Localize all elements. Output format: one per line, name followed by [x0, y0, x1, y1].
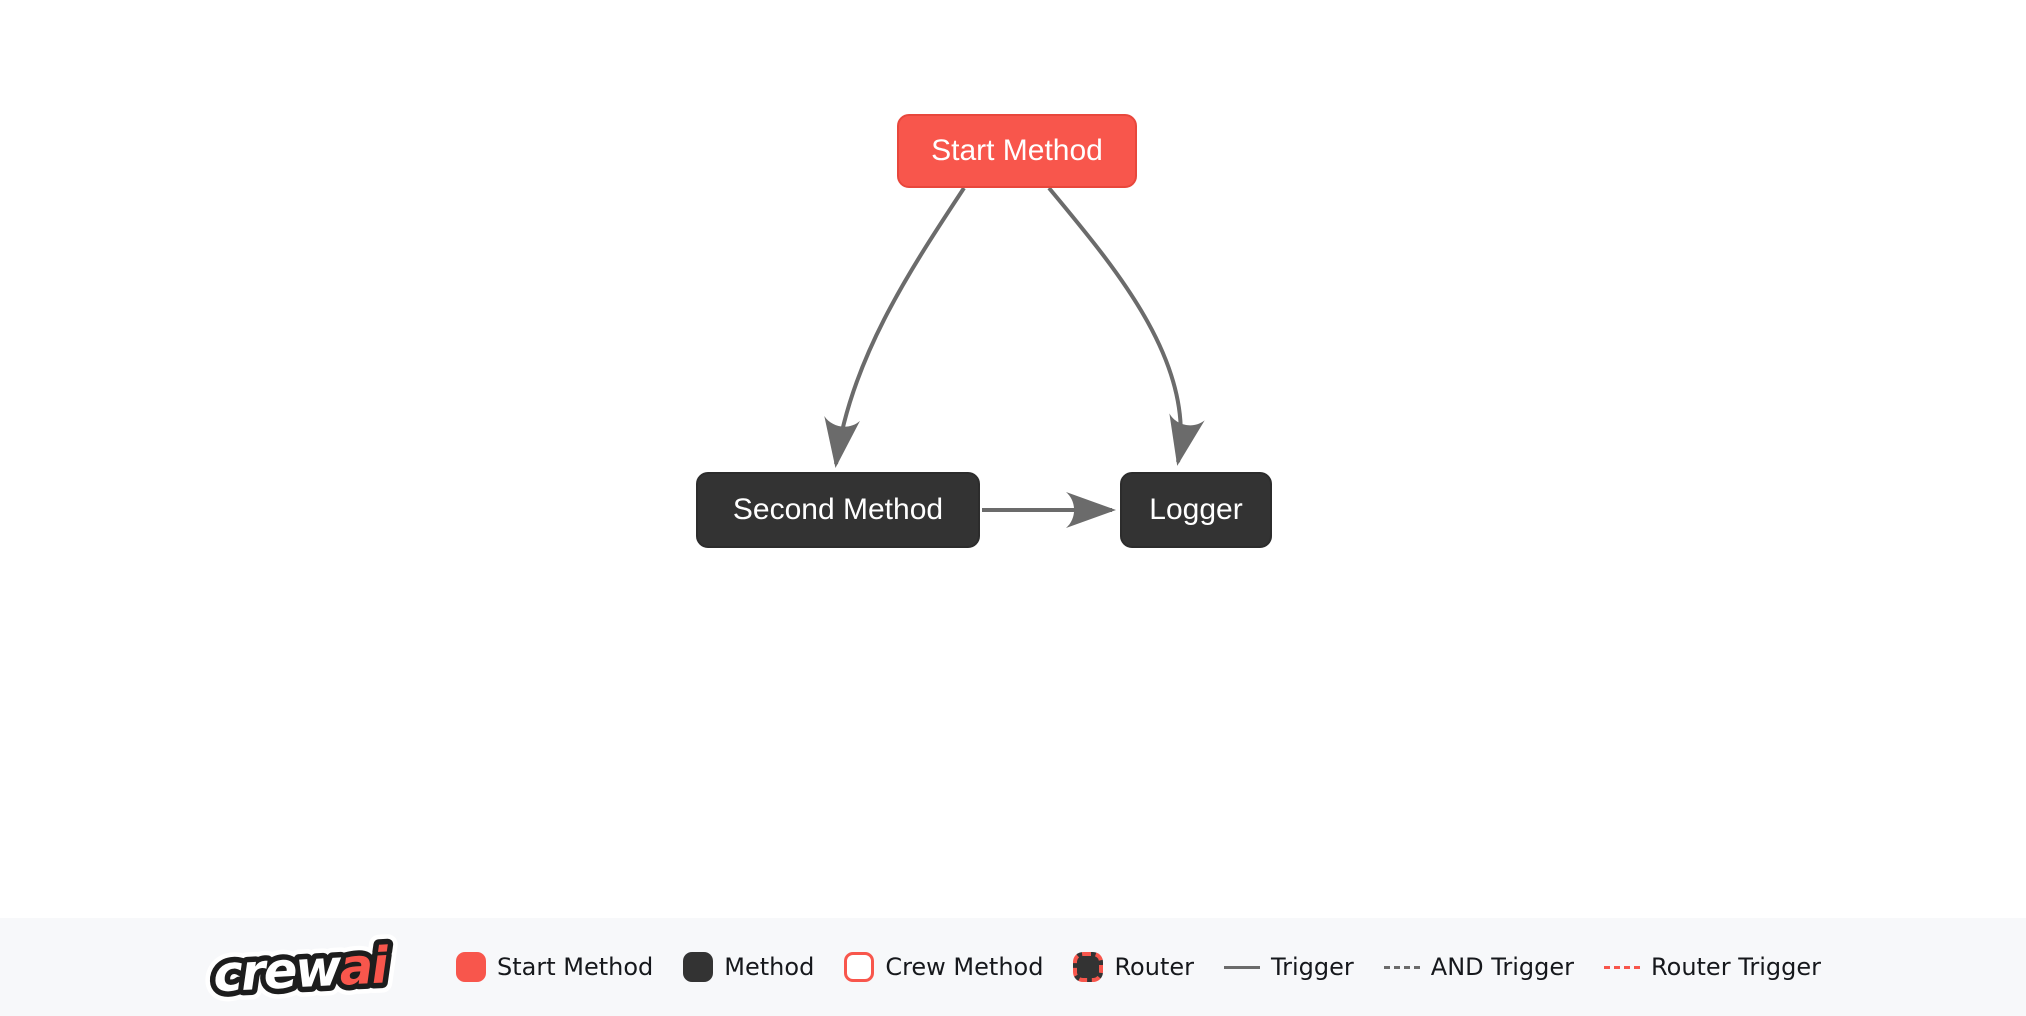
legend-label: Router Trigger: [1651, 953, 1821, 981]
flow-canvas[interactable]: Start Method Second Method Logger: [0, 0, 2026, 918]
legend-label: AND Trigger: [1430, 953, 1575, 981]
flow-edges: [824, 186, 1205, 528]
legend-label: Method: [724, 953, 815, 981]
crewai-logo-text: crewai: [212, 936, 391, 1003]
legend-item-start-method: Start Method: [456, 952, 653, 982]
start-method-swatch-icon: [456, 952, 487, 982]
legend-item-trigger: Trigger: [1224, 953, 1354, 981]
crewai-logo-crew: crew: [212, 939, 344, 1004]
legend-label: Crew Method: [885, 953, 1044, 981]
legend-label: Trigger: [1271, 953, 1354, 981]
legend-item-crew-method: Crew Method: [844, 952, 1043, 982]
node-start-method[interactable]: Start Method: [897, 114, 1137, 188]
crewai-logo-outline: crewai: [212, 936, 391, 1003]
node-second-method[interactable]: Second Method: [696, 472, 980, 548]
router-trigger-line-icon: [1604, 965, 1641, 969]
edge-start-to-second: [824, 186, 966, 468]
legend-label: Router: [1114, 953, 1194, 981]
trigger-line-icon: [1224, 965, 1260, 969]
and-trigger-line-icon: [1383, 965, 1420, 969]
crewai-logo: crewai crewai crewai: [205, 926, 401, 1008]
legend-item-and-trigger: AND Trigger: [1383, 953, 1575, 981]
legend-bar: crewai crewai crewai Start Method Method…: [0, 918, 2026, 1016]
router-swatch-icon: [1073, 952, 1104, 982]
legend-label: Start Method: [497, 953, 654, 981]
legend-item-router: Router: [1073, 952, 1194, 982]
crew-method-swatch-icon: [844, 952, 875, 982]
crewai-logo-ai: ai: [338, 936, 391, 997]
legend-item-router-trigger: Router Trigger: [1604, 953, 1821, 981]
edge-start-to-logger: [1047, 186, 1205, 466]
legend-item-method: Method: [683, 952, 814, 982]
node-logger[interactable]: Logger: [1120, 472, 1272, 548]
method-swatch-icon: [683, 952, 714, 982]
